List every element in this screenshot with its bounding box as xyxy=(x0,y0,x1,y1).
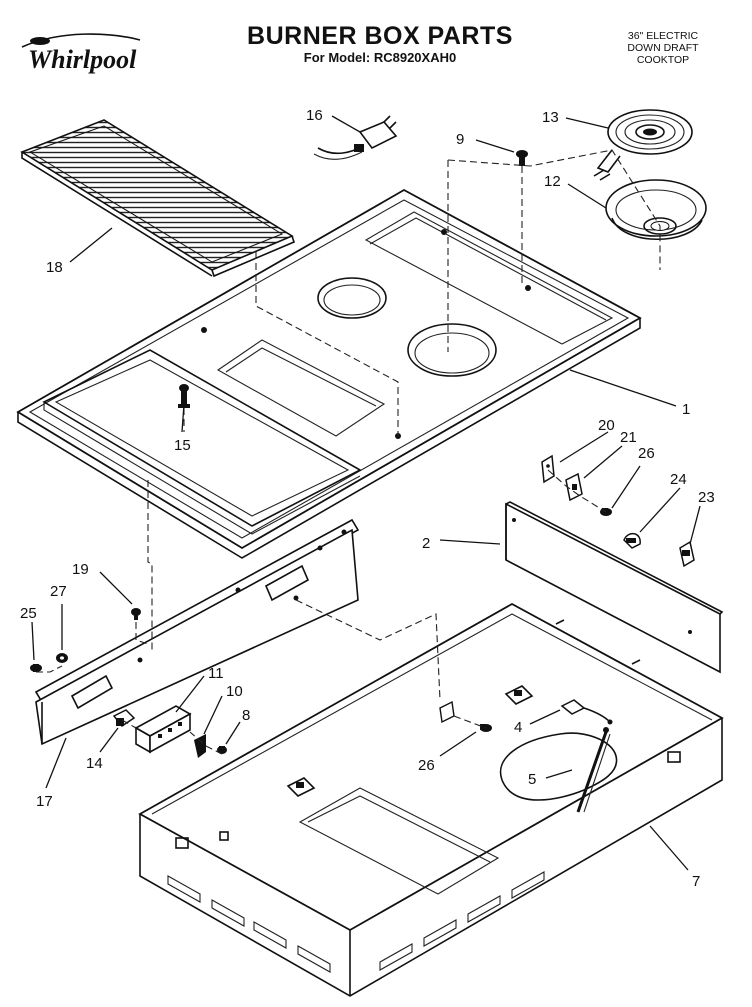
callout-23: 23 xyxy=(698,489,715,506)
product-description: 36" ELECTRIC DOWN DRAFT COOKTOP xyxy=(598,30,728,66)
part-25-screw xyxy=(30,664,42,672)
callout-2: 2 xyxy=(422,535,430,552)
model-number: For Model: RC8920XAH0 xyxy=(303,50,457,65)
part-17-control-bracket xyxy=(34,518,360,746)
part-7-burner-box xyxy=(138,602,724,997)
callout-21: 21 xyxy=(620,429,637,446)
part-14-clip xyxy=(112,709,136,728)
part-4-clamp xyxy=(560,699,613,725)
callout-12: 12 xyxy=(544,173,561,190)
whirlpool-logo: Whirlpool xyxy=(21,33,141,74)
part-11-terminal-block xyxy=(134,705,192,754)
part-13-surface-element xyxy=(593,109,693,181)
callout-26-upper: 26 xyxy=(638,445,655,462)
part-21-clip xyxy=(565,472,583,502)
callout-11: 11 xyxy=(208,665,224,682)
leader-lines xyxy=(31,115,701,871)
whirlpool-logo-text: Whirlpool xyxy=(28,45,137,74)
callout-14: 14 xyxy=(86,755,103,772)
callout-17: 17 xyxy=(36,793,53,810)
part-23-clip xyxy=(679,540,695,568)
callout-13: 13 xyxy=(542,109,559,126)
product-line-2: DOWN DRAFT xyxy=(627,42,699,54)
callout-19: 19 xyxy=(72,561,89,578)
callout-7: 7 xyxy=(692,873,700,890)
part-12-drip-bowl xyxy=(605,179,707,241)
callout-18: 18 xyxy=(46,259,63,276)
callout-10: 10 xyxy=(226,683,243,700)
product-line-3: COOKTOP xyxy=(636,54,690,66)
callout-16: 16 xyxy=(306,107,323,124)
callout-25: 25 xyxy=(20,605,37,622)
callout-1: 1 xyxy=(682,401,690,418)
callout-4: 4 xyxy=(514,719,522,736)
part-18-vent-grille xyxy=(20,119,295,278)
part-9-screw xyxy=(516,150,528,166)
callout-24: 24 xyxy=(670,471,687,488)
callout-27: 27 xyxy=(50,583,67,600)
callout-8: 8 xyxy=(242,707,250,724)
part-10-bracket xyxy=(194,734,206,758)
callout-9: 9 xyxy=(456,131,464,148)
part-27-washer xyxy=(56,653,68,663)
part-1-cooktop-top xyxy=(16,188,642,559)
product-line-1: 36" ELECTRIC xyxy=(627,30,699,42)
callout-26-lower: 26 xyxy=(418,757,435,774)
part-24-cable-clamp xyxy=(623,532,641,549)
part-5-wire-harness xyxy=(499,727,618,813)
part-2-rear-panel xyxy=(505,501,724,674)
part-8-screw xyxy=(217,746,227,754)
part-16-terminal-cord xyxy=(313,115,398,160)
page-title: BURNER BOX PARTS xyxy=(247,22,513,50)
part-19-screw xyxy=(131,608,141,620)
assembly-guide-lines xyxy=(36,149,661,755)
callout-15: 15 xyxy=(174,437,191,454)
callout-20: 20 xyxy=(598,417,615,434)
callout-5: 5 xyxy=(528,771,536,788)
part-20-bracket xyxy=(541,454,555,484)
